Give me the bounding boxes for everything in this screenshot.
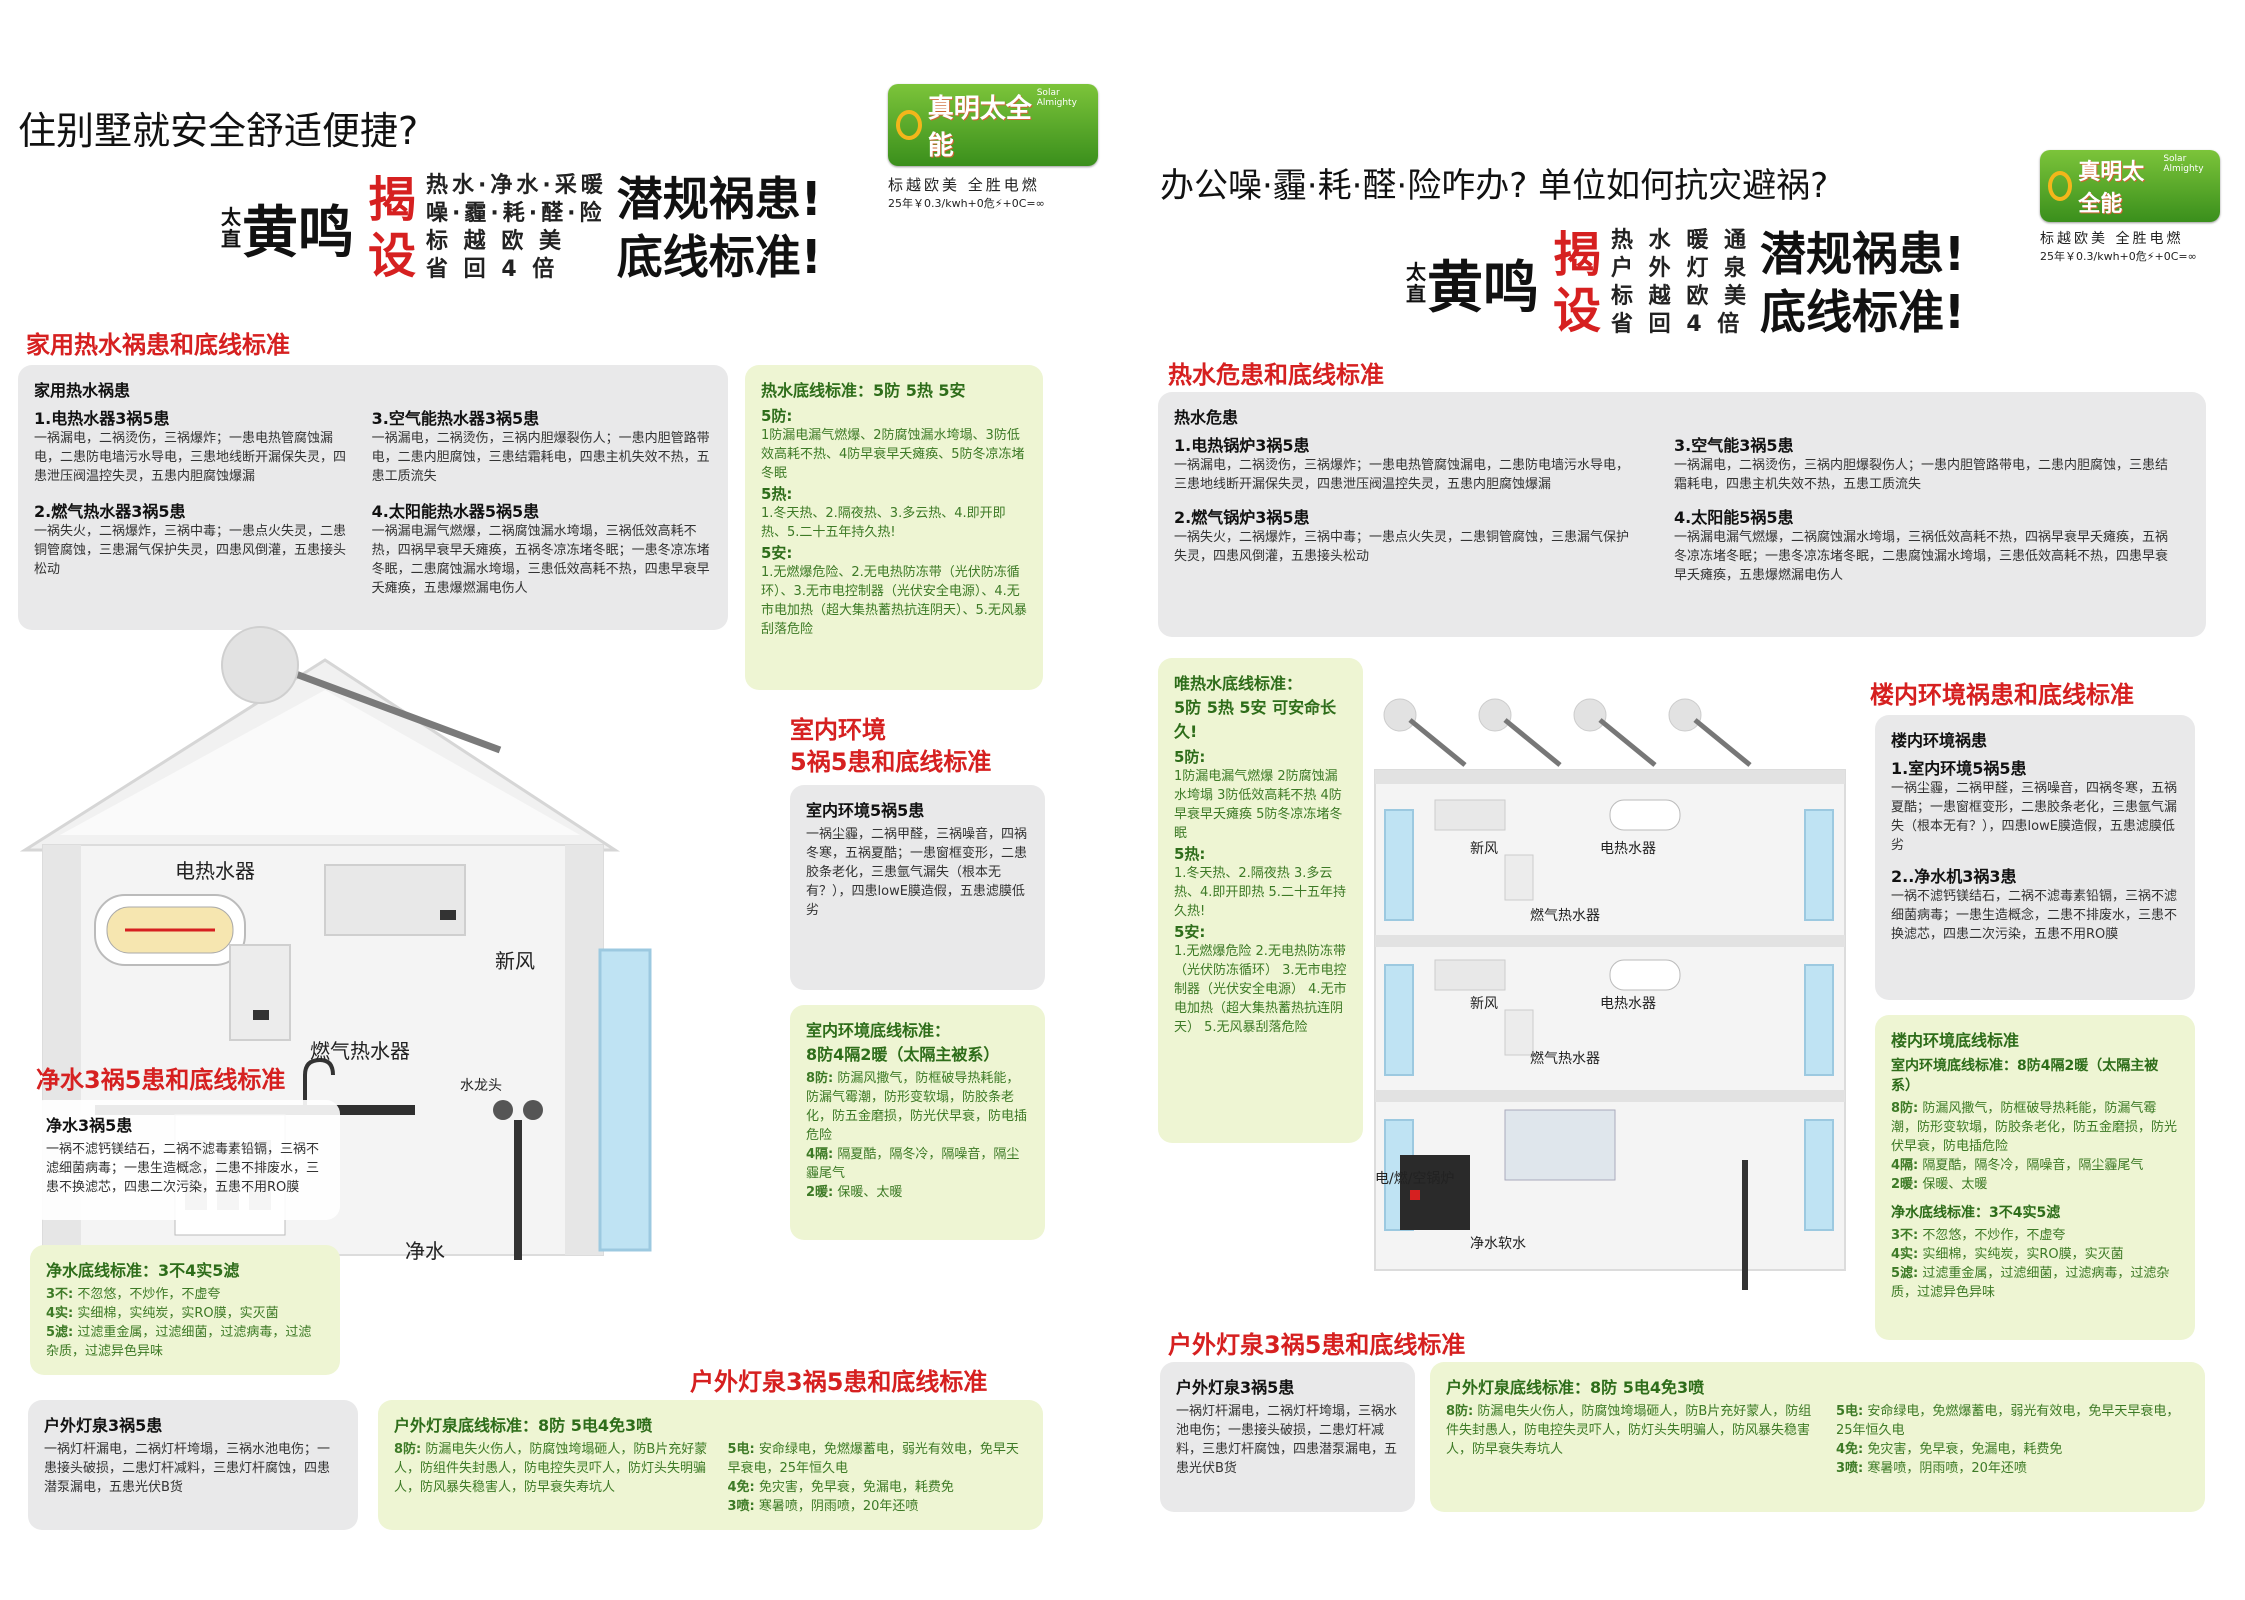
- brand-logo-right: 真明太全能 Solar Almighty 标越欧美 全胜电燃 25年￥0.3/k…: [2040, 150, 2220, 264]
- page-title-right: 办公噪·霾·耗·醛·险咋办? 单位如何抗灾避祸?: [1160, 166, 1829, 206]
- section-title-outdoor: 户外灯泉3祸5患和底线标准: [690, 1368, 988, 1396]
- indoor-standard-card-right: 楼内环境底线标准 室内环境底线标准：8防4隔2暖（太隔主被系） 8防: 防漏风撒…: [1875, 1015, 2195, 1340]
- label-electric-heater: 电热水器: [175, 859, 255, 883]
- indoor-hazard-card: 室内环境5祸5患 一祸尘霾，二祸甲醛，三祸噪音，四祸冬寒，五祸夏酷；一患窗框变形…: [790, 785, 1045, 990]
- label-fresh-air-1: 新风: [1470, 841, 1498, 857]
- section-title-outdoor-right: 户外灯泉3祸5患和底线标准: [1168, 1331, 1466, 1359]
- label-heater-1: 电热水器: [1600, 841, 1656, 857]
- solar-collector-pipe: [283, 666, 502, 754]
- gas-heater-icon: [1504, 854, 1534, 901]
- outdoor-standard-card: 户外灯泉底线标准：8防 5电4免3喷 8防: 防漏电失火伤人，防腐蚀垮塌砸人，防…: [378, 1400, 1043, 1530]
- label-water-purifier: 净水: [405, 1239, 445, 1263]
- label-softener: 净水软水: [1470, 1236, 1526, 1252]
- section-title-indoor-2: 5祸5患和底线标准: [790, 748, 992, 776]
- fresh-air-unit-icon: [1434, 799, 1506, 831]
- window-panel: [598, 948, 652, 1252]
- section-title-hot-water: 家用热水祸患和底线标准: [26, 331, 290, 359]
- label-faucet: 水龙头: [460, 1078, 502, 1094]
- indoor-standard-card: 室内环境底线标准： 8防4隔2暖（太隔主被系） 8防: 防漏风撒气，防框破导热耗…: [790, 1005, 1045, 1240]
- logo-price-right: 25年￥0.3/kwh+0危⚡+0C=∞: [2040, 250, 2197, 263]
- page-title: 住别墅就安全舒适便捷?: [18, 109, 419, 153]
- faucet-icon: [303, 1057, 335, 1105]
- indoor-hazard-card-right: 楼内环境祸患 1.室内环境5祸5患 一祸尘霾，二祸甲醛，三祸噪音，四祸冬寒，五祸…: [1875, 715, 2195, 1000]
- water-softener-icon: [1504, 1109, 1616, 1181]
- hero-banner-right: 太直 黄鸣 揭设 热 水 暖 通 户 外 灯 泉 标 越 欧 美 省 回 4 倍…: [1406, 227, 1965, 339]
- water-standard-card: 净水底线标准：3不4实5滤 3不: 不忽悠，不炒作，不虚夸 4实: 实细棉，实纯…: [30, 1245, 340, 1375]
- outdoor-hazard-card-right: 户外灯泉3祸5患 一祸灯杆漏电，二祸灯杆垮塌，三祸水池电伤；一患接头破损，二患灯…: [1160, 1362, 1415, 1512]
- label-fresh-air: 新风: [495, 949, 535, 973]
- hot-water-standard-card: 热水底线标准：5防 5热 5安 5防: 1防漏电漏气燃爆、2防腐蚀漏水垮塌、3防…: [745, 365, 1043, 690]
- label-gas-2: 燃气热水器: [1530, 1051, 1600, 1067]
- water-hazard-card: 净水3祸5患 一祸不滤钙镁结石，二祸不滤毒素铅镉，三祸不滤细菌病毒；一患生造概念…: [30, 1100, 340, 1220]
- label-heater-2: 电热水器: [1600, 996, 1656, 1012]
- brand-logo: 真明太全能 Solar Almighty 标越欧美 全胜电燃 25年￥0.3/k…: [888, 84, 1098, 211]
- label-boiler: 电/燃/空锅炉: [1375, 1171, 1455, 1187]
- logo-badge-right: 真明太全能 Solar Almighty: [2040, 150, 2220, 222]
- outdoor-hazard-card: 户外灯泉3祸5患 一祸灯杆漏电，二祸灯杆垮塌，三祸水池电伤；一患接头破损，二患灯…: [28, 1400, 358, 1530]
- label-fresh-air-2: 新风: [1470, 996, 1498, 1012]
- hero-banner: 太直 黄鸣 揭设 热水·净水·采暖 噪·霾·耗·醛·险 标 越 欧 美 省 回 …: [221, 172, 822, 284]
- section-title-hot-water-right: 热水危患和底线标准: [1168, 361, 1384, 389]
- window-panel: [1384, 809, 1414, 921]
- hot-water-hazard-card: 家用热水祸患 1.电热水器3祸5患 一祸漏电，二祸烫伤，三祸爆炸；一患电热管腐蚀…: [18, 365, 728, 630]
- electric-heater-icon: [1609, 799, 1681, 831]
- solar-tank-icon: [221, 626, 299, 704]
- label-gas-heater: 燃气热水器: [310, 1039, 410, 1063]
- section-title-indoor-1: 室内环境: [790, 716, 886, 744]
- sun-ring-icon: [2048, 171, 2073, 201]
- roof-solar-heaters: [1383, 698, 1752, 767]
- logo-badge: 真明太全能 Solar Almighty: [888, 84, 1098, 166]
- sun-ring-icon: [896, 110, 922, 140]
- fresh-air-unit-icon: [324, 864, 466, 936]
- author-name: 黄鸣: [242, 200, 354, 266]
- gas-heater-icon: [229, 944, 291, 1041]
- logo-price: 25年￥0.3/kwh+0危⚡+0C=∞: [888, 197, 1045, 210]
- label-gas-1: 燃气热水器: [1530, 908, 1600, 924]
- hot-water-standard-card-right: 唯热水底线标准： 5防 5热 5安 可安命长久! 5防: 1防漏电漏气燃爆 2防…: [1158, 658, 1363, 1143]
- office-building-illustration: [1374, 698, 1846, 1290]
- hot-water-hazard-card-right: 热水危患 1.电热锅炉3祸5患 一祸漏电，二祸烫伤，三祸爆炸；一患电热管腐蚀漏电…: [1158, 392, 2206, 637]
- section-title-indoor-right: 楼内环境祸患和底线标准: [1870, 681, 2134, 709]
- outdoor-standard-card-right: 户外灯泉底线标准：8防 5电4免3喷 8防: 防漏电失火伤人，防腐蚀垮塌砸人，防…: [1430, 1362, 2205, 1512]
- logo-tagline: 标越欧美 全胜电燃: [888, 176, 1040, 194]
- logo-tagline-right: 标越欧美 全胜电燃: [2040, 231, 2184, 247]
- section-title-water: 净水3祸5患和底线标准: [36, 1066, 286, 1094]
- author-name: 黄鸣: [1427, 255, 1539, 321]
